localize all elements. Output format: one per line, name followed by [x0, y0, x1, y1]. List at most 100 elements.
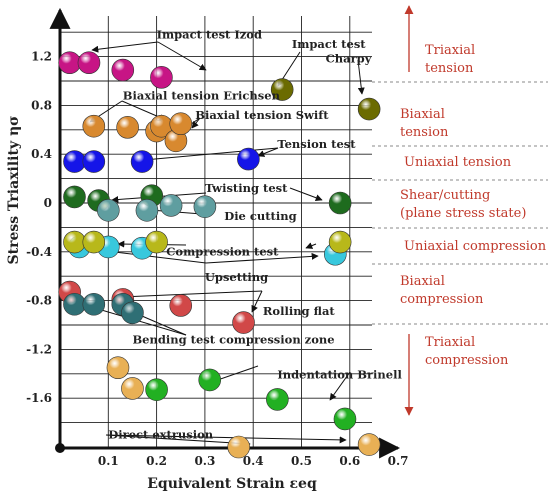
data-point — [169, 112, 193, 135]
data-point — [63, 230, 86, 254]
annotation-leader — [257, 147, 279, 157]
data-point — [145, 378, 168, 401]
x-tick-label: 0.2 — [146, 454, 167, 468]
data-point — [237, 147, 260, 171]
data-point — [77, 51, 101, 75]
y-tick-label: 0 — [44, 196, 52, 210]
data-point — [121, 301, 144, 325]
annotation-leader — [191, 117, 201, 129]
data-point — [111, 58, 135, 82]
annotation-leader — [329, 371, 351, 401]
x-tick-label: 0.7 — [388, 454, 409, 468]
region-label: compression — [425, 353, 509, 368]
annotation-leader — [305, 242, 317, 249]
data-point — [82, 114, 106, 138]
data-point — [145, 230, 168, 254]
annotation-label: Tension test — [277, 137, 356, 151]
region-markers — [372, 5, 548, 416]
x-tick-label: 0.6 — [339, 454, 360, 468]
data-point — [227, 435, 251, 459]
annotation-label: Biaxial tension Erichsen — [123, 88, 281, 102]
data-point — [82, 230, 106, 254]
y-tick-label: -0.4 — [26, 245, 52, 259]
data-point — [130, 150, 154, 173]
data-point — [198, 368, 222, 392]
annotation-leader — [251, 290, 263, 313]
y-tick-label: -0.8 — [26, 294, 52, 308]
region-label: tension — [425, 61, 474, 76]
x-tick-label: 0.4 — [243, 454, 264, 468]
data-point — [232, 311, 255, 334]
data-point — [270, 78, 294, 101]
data-points — [58, 51, 381, 459]
chart-text: 0.1 0.2 0.3 0.4 0.5 0.6 0.7 1.2 0.8 0.4 0 -0.4 -0.8 -… — [6, 27, 547, 492]
y-axis-title: Stress Triaxility ησ — [6, 116, 22, 265]
data-point — [58, 51, 81, 75]
annotation-label: Upsetting — [205, 270, 268, 284]
annotation-label: Bending test compression zone — [132, 332, 334, 346]
x-tick-label: 0.1 — [98, 454, 119, 468]
y-tick-label: 0.4 — [31, 147, 52, 161]
annotation-leader — [91, 41, 159, 53]
data-point — [135, 199, 159, 222]
data-point — [150, 66, 173, 89]
region-label: Triaxial — [425, 43, 475, 58]
annotation-label: Indentation Brinell — [277, 368, 402, 382]
data-point — [63, 185, 86, 209]
region-label: compression — [400, 292, 484, 307]
data-point — [266, 388, 289, 411]
region-label: tension — [400, 125, 449, 140]
region-label: Uniaxial compression — [404, 239, 547, 254]
data-point — [169, 294, 193, 317]
region-label: Uniaxial tension — [404, 155, 512, 170]
annotation-label: Direct extrusion — [108, 427, 213, 441]
annotation-leader — [105, 434, 347, 444]
data-point — [159, 194, 183, 217]
data-point — [106, 356, 130, 380]
data-point — [357, 433, 381, 456]
data-point — [82, 292, 106, 316]
region-label: Biaxial — [400, 274, 445, 289]
data-point — [63, 292, 86, 316]
region-label: Biaxial — [400, 107, 445, 122]
x-tick-label: 0.5 — [291, 454, 312, 468]
annotation-leader — [357, 59, 365, 95]
data-point — [193, 195, 217, 218]
y-tick-label: 0.8 — [31, 98, 52, 112]
annotation-label: Biaxial tension Swift — [195, 108, 329, 122]
region-label: Triaxial — [425, 335, 475, 350]
annotation-leader — [205, 252, 319, 264]
data-point — [63, 150, 86, 173]
annotation-leader — [105, 434, 251, 448]
axes — [49, 7, 401, 459]
data-point — [357, 97, 381, 121]
annotation-leader — [289, 187, 323, 202]
data-point — [328, 191, 352, 215]
annotation-label: Charpy — [326, 52, 372, 66]
data-point — [82, 150, 106, 173]
data-point — [116, 116, 139, 139]
data-point — [97, 199, 120, 222]
data-point — [121, 377, 144, 400]
region-label: (plane stress state) — [400, 206, 526, 221]
grid — [60, 16, 372, 448]
annotation-label: Impact test — [292, 37, 366, 51]
annotation-leader — [157, 41, 207, 71]
annotation-label: Compression test — [166, 244, 279, 258]
annotation-label: Rolling flat — [263, 304, 336, 318]
x-axis-title: Equivalent Strain εeq — [147, 476, 317, 492]
y-tick-label: -1.6 — [26, 391, 52, 405]
origin-dot — [55, 443, 65, 453]
y-tick-label: 1.2 — [31, 50, 52, 64]
annotation-label: Twisting test — [205, 181, 288, 195]
annotation-leader — [119, 290, 263, 301]
region-label: Shear/cutting — [400, 188, 490, 203]
annotation-leader — [143, 147, 279, 163]
annotation-label: Die cutting — [224, 209, 296, 223]
annotation-label: Impact test Izod — [157, 27, 262, 41]
x-tick-label: 0.3 — [194, 454, 215, 468]
data-point — [328, 230, 352, 254]
y-tick-label: -1.2 — [26, 342, 52, 356]
data-point — [333, 407, 357, 431]
